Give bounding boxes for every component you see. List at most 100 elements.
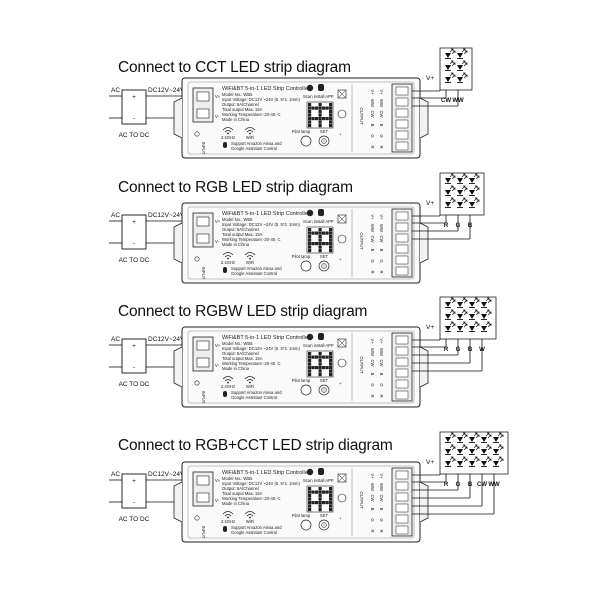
converter-label: AC TO DC <box>119 257 150 264</box>
output-terminal-label: B <box>370 249 375 252</box>
channel-label: B <box>468 223 473 229</box>
channel-label: WW <box>488 482 500 488</box>
output-terminal-label: V+ <box>370 473 375 479</box>
output-label: OUTPUT <box>359 356 364 374</box>
output-screw <box>395 357 409 367</box>
output-screw <box>395 379 409 389</box>
led-icon <box>469 173 480 184</box>
set-label: SET <box>320 513 329 518</box>
made-in: Made in China <box>222 242 250 247</box>
input-label: INPUT <box>201 142 206 155</box>
led-icon <box>469 456 480 467</box>
wifi-icon <box>222 252 256 260</box>
output-terminal-label: WW <box>379 99 384 107</box>
led-icon <box>445 173 456 184</box>
output-terminal-label: G <box>370 259 375 262</box>
made-in: Made in China <box>222 117 250 122</box>
vplus-label: V+ <box>215 94 221 99</box>
output-terminal-label: G <box>370 518 375 521</box>
led-icon <box>457 185 468 196</box>
rohs-icon <box>337 358 347 368</box>
qr-code-icon <box>306 485 334 513</box>
led-icon <box>445 456 456 467</box>
wifi-label: WiFi <box>246 260 254 265</box>
channel-label: G <box>456 482 461 488</box>
output-screw <box>395 514 409 524</box>
input-label: INPUT <box>201 391 206 404</box>
output-screw <box>395 346 409 356</box>
mounting-ear-left <box>173 481 183 523</box>
led-icon <box>457 309 468 320</box>
microphone-icon <box>223 391 227 397</box>
strip-vplus-label: V+ <box>426 324 434 331</box>
output-terminal-label: B <box>370 124 375 127</box>
total-output: Total output Max. 15A <box>222 491 263 496</box>
weee-bin-icon <box>337 89 347 99</box>
working-temperature: Working Temperature:-20-40. C <box>222 496 281 501</box>
led-icon <box>469 309 480 320</box>
android-logo-icon <box>318 333 324 340</box>
output-terminal-label: WW <box>379 483 384 491</box>
output-screw <box>395 525 409 535</box>
channel-label: G <box>456 223 461 229</box>
led-icon <box>469 444 480 455</box>
output-terminal-label: WW <box>379 348 384 356</box>
apple-logo-icon <box>306 333 314 341</box>
output-screw <box>395 266 409 276</box>
vplus-label: V+ <box>215 343 221 348</box>
wifi-icon <box>222 511 256 519</box>
converter-label: AC TO DC <box>119 516 150 523</box>
output-label: OUTPUT <box>359 232 364 250</box>
made-in: Made in China <box>222 501 250 506</box>
dc-voltage-label: DC12V~24V <box>148 212 185 219</box>
output-label: OUTPUT <box>359 491 364 509</box>
ac-dc-converter <box>121 338 147 374</box>
input-screw <box>196 475 210 486</box>
ce-mark-spacer: + <box>339 381 342 386</box>
diagram-title: Connect to RGBW LED strip diagram <box>118 303 368 320</box>
diagram-title: Connect to RGB+CCT LED strip diagram <box>118 437 393 454</box>
output-terminal-label: B <box>379 373 384 376</box>
apple-logo-icon <box>306 468 314 476</box>
output-rating: Output: 6A/Channel <box>222 102 259 107</box>
input-screw <box>196 233 210 244</box>
vminus-label: V- <box>215 498 220 503</box>
working-temperature: Working Temperature:-20-40. C <box>222 237 281 242</box>
channel-label: R <box>444 347 449 353</box>
output-terminal-label: R <box>379 394 384 397</box>
led-icon <box>445 309 456 320</box>
support-line-2: Google Assistant Control <box>231 271 277 276</box>
dc-voltage-label: DC12V~24V <box>148 336 185 343</box>
set-label: SET <box>320 254 329 259</box>
output-screw <box>395 108 409 118</box>
pilot-lamp-label: Pilot lamp <box>292 378 311 383</box>
ac-label: AC <box>111 87 120 94</box>
input-voltage: Input Voltage: DC12V ~24V (5. 5*2. 1mm) <box>222 481 300 486</box>
output-terminal-label: R <box>379 145 384 148</box>
led-icon <box>457 297 468 308</box>
output-screw <box>395 233 409 243</box>
led-icon <box>469 197 480 208</box>
led-strip-body <box>439 47 473 91</box>
output-terminal-label: V+ <box>379 473 384 479</box>
pilot-lamp <box>300 260 312 272</box>
led-icon <box>457 197 468 208</box>
mounting-ear-right <box>419 222 429 264</box>
led-icon <box>493 432 504 443</box>
strip-vplus-label: V+ <box>426 459 434 466</box>
output-terminal-label: V+ <box>370 338 375 344</box>
qr-code-icon <box>306 350 334 378</box>
wifi-icon <box>222 376 256 384</box>
output-screw <box>395 119 409 129</box>
ce-mark-spacer: + <box>339 257 342 262</box>
product-name: WiFi&BT 5-in-1 LED Strip Controller <box>222 86 310 92</box>
plus-sign: + <box>132 343 136 350</box>
support-line-1: Support Amazon Alexa and <box>231 266 282 271</box>
total-output: Total output Max. 15A <box>222 232 263 237</box>
